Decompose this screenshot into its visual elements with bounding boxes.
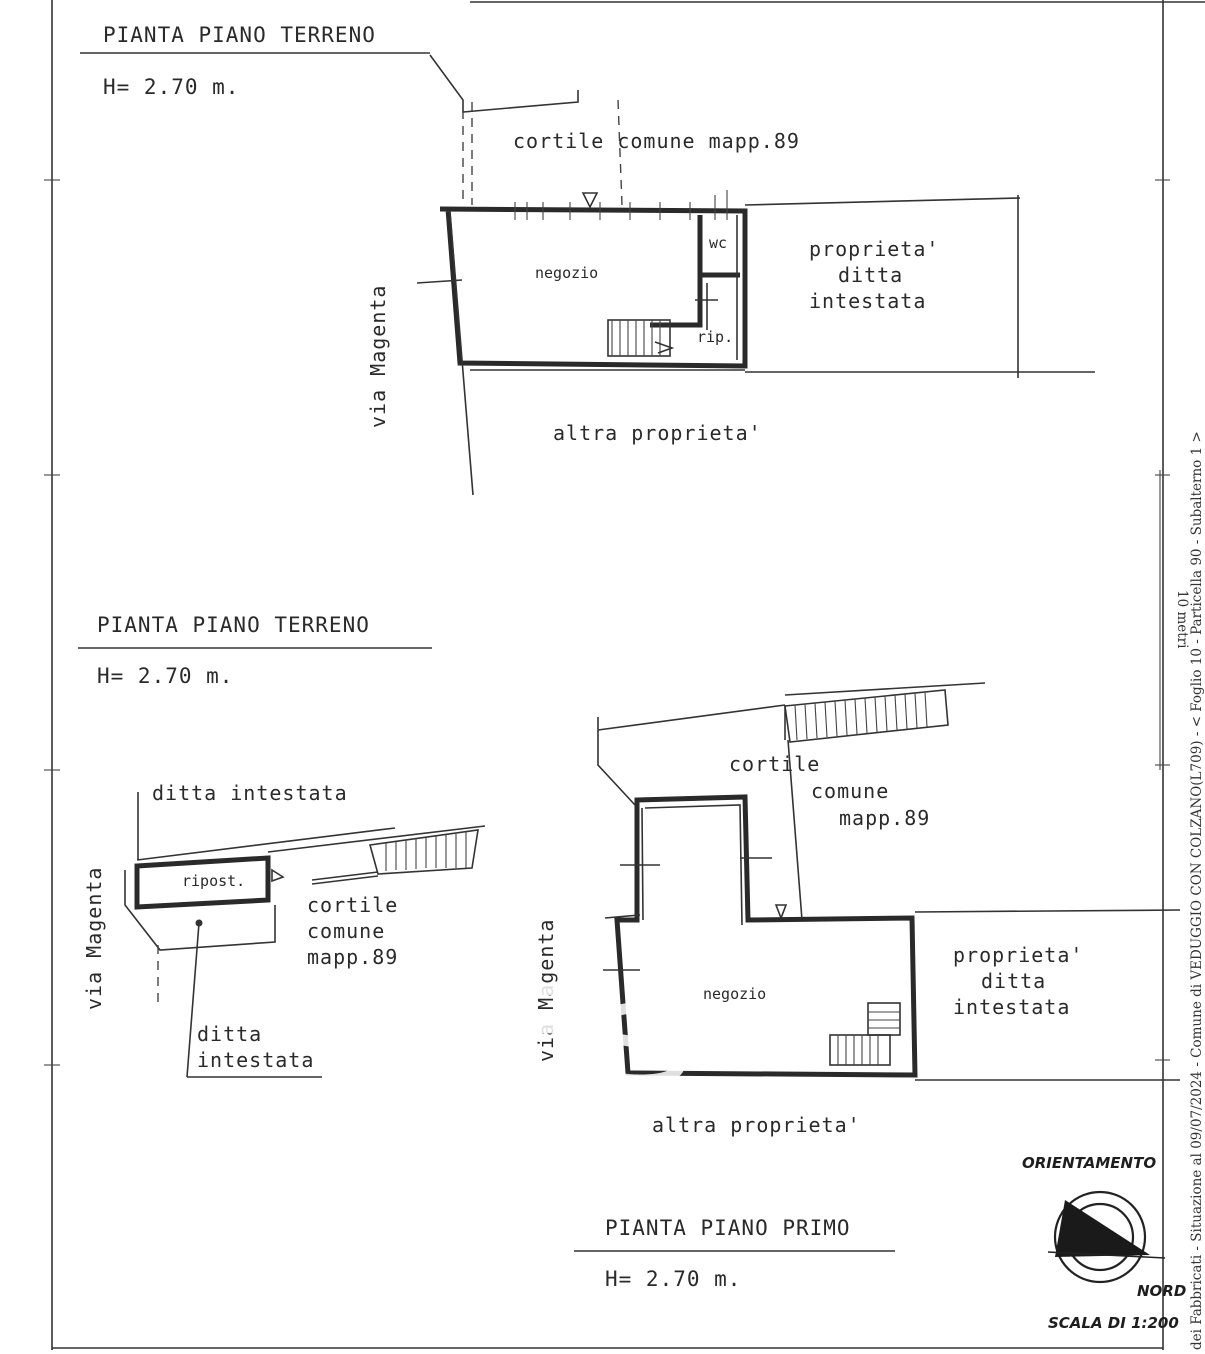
owner-label-2: ditta [981,969,1046,993]
plan-ground-floor-annex: PIANTA PIANO TERRENO H= 2.70 m. ditta in… [78,613,486,1078]
plan-title: PIANTA PIANO PRIMO [605,1216,851,1240]
wc-label: wc [709,234,727,252]
watermark-brand: IMMOBILIARE [512,1082,674,1106]
staircase [607,319,675,357]
owner-bottom-label-1: ditta [197,1022,262,1046]
sheet-frame [44,0,1205,1350]
plan-title: PIANTA PIANO TERRENO [97,613,370,637]
staircase [829,1002,901,1066]
street-label: via Magenta [82,867,106,1010]
cadastral-side-note: dei Fabbricati - Situazione al 09/07/202… [1159,431,1205,1350]
staircase [311,829,479,885]
courtyard-label-2: comune [307,919,385,943]
courtyard-label: cortile comune mapp.89 [513,129,800,153]
courtyard-label-1: cortile [729,752,820,776]
plan-title: PIANTA PIANO TERRENO [103,23,376,47]
cadastral-reference: dei Fabbricati - Situazione al 09/07/202… [1189,431,1205,1350]
owner-bottom-label-2: intestata [197,1048,314,1072]
plan-ground-floor-top: PIANTA PIANO TERRENO H= 2.70 m. cortile … [80,23,1095,496]
storage-label: rip. [697,328,733,346]
scale-bar-label: 10 metri [1174,590,1190,649]
other-property-label: altra proprieta' [553,421,762,445]
entrance-arrow [581,192,599,209]
watermark-logo: IMMOBILIARE [506,984,686,1106]
owner-label-3: intestata [953,995,1070,1019]
courtyard-label-3: mapp.89 [307,945,398,969]
courtyard-label-1: cortile [307,893,398,917]
owner-label-2: ditta [838,263,903,287]
north-arrow-icon [1047,1190,1166,1284]
owner-top-label: ditta intestata [152,781,348,805]
scale-label: SCALA DI 1:200 [1048,1314,1179,1332]
plan-height: H= 2.70 m. [605,1267,741,1291]
owner-label-1: proprieta' [953,943,1083,967]
orientation-block: ORIENTAMENTO NORD SCALA DI 1:200 [1022,1154,1186,1332]
staircase [784,689,949,743]
owner-label-1: proprieta' [809,237,939,261]
plan-height: H= 2.70 m. [103,75,239,99]
plan-height: H= 2.70 m. [97,664,233,688]
shop-label: negozio [703,985,766,1003]
courtyard-label-2: comune [811,779,889,803]
other-property-label: altra proprieta' [652,1113,861,1137]
plan-first-floor: cortile comune mapp.89 negozio proprieta… [534,682,1181,1291]
shop-label: negozio [535,264,598,282]
courtyard-label-3: mapp.89 [839,806,930,830]
street-label: via Magenta [366,285,390,428]
es-logo-icon [506,984,686,1086]
storage-label: ripost. [182,872,245,890]
window-marks [514,190,728,220]
north-label: NORD [1137,1282,1186,1300]
owner-label-3: intestata [809,289,926,313]
orientation-title: ORIENTAMENTO [1022,1154,1156,1172]
